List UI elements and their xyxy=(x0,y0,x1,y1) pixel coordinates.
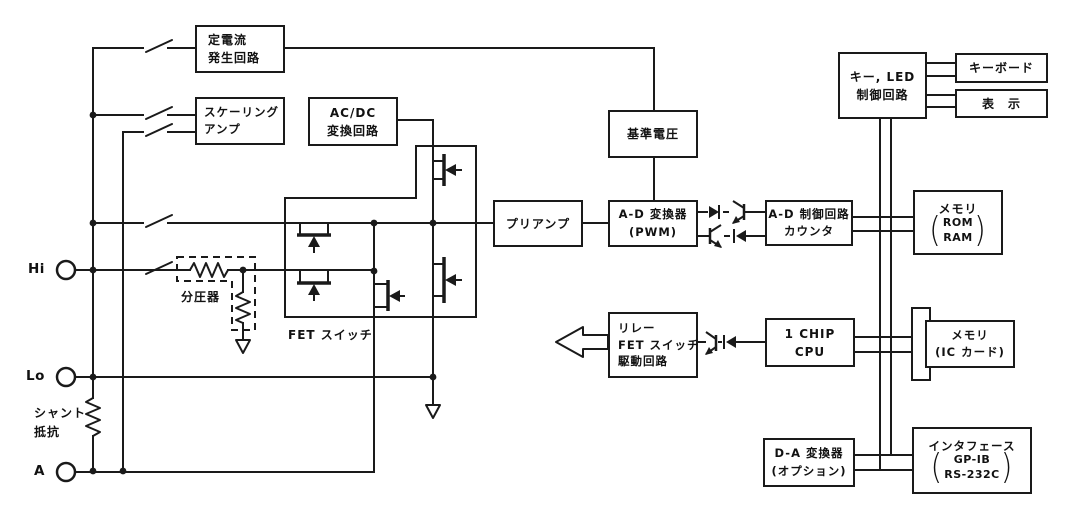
label-line: FET スイッチ xyxy=(618,337,700,352)
label-line: スケーリング xyxy=(204,104,279,119)
switch-icon xyxy=(145,106,173,120)
a-terminal-label: A xyxy=(34,463,45,479)
shunt-label-line1: シャント xyxy=(34,406,87,420)
paren-group: ( GP-IB RS-232C ) xyxy=(930,447,1014,488)
paren-group: ( ROM RAM ) xyxy=(929,209,987,251)
label-line: A-D 制御回路 xyxy=(768,206,850,221)
label-line: 表 示 xyxy=(981,96,1021,111)
block-reference-voltage: 基準電圧 xyxy=(608,110,698,158)
label-line: プリアンプ xyxy=(505,216,571,231)
optocoupler-icon xyxy=(706,224,750,248)
hi-terminal-label: Hi xyxy=(28,261,45,277)
label-line: メモリ xyxy=(951,327,989,342)
block-display: 表 示 xyxy=(955,89,1048,118)
label-line: GP-IB xyxy=(953,453,991,467)
label-line: キー, LED xyxy=(849,69,916,84)
resistor-icon xyxy=(235,291,251,324)
block-constant-current: 定電流 発生回路 xyxy=(195,25,285,73)
label-line: 発生回路 xyxy=(208,51,261,65)
lo-terminal-label: Lo xyxy=(26,368,45,384)
block-interface: インタフェース ( GP-IB RS-232C ) xyxy=(912,427,1032,494)
resistor-icon xyxy=(85,397,101,437)
block-acdc-converter: AC/DC 変換回路 xyxy=(308,97,398,146)
block-scaling-amp: スケーリング アンプ xyxy=(195,97,285,145)
label-line: カウンタ xyxy=(784,224,834,238)
label-line: 定電流 xyxy=(208,33,248,47)
divider-label: 分圧器 xyxy=(181,290,221,304)
optocoupler-icon xyxy=(705,331,741,355)
block-preamp: プリアンプ xyxy=(493,200,583,247)
label-line: アンプ xyxy=(204,122,241,136)
label-line: A-D 変換器 xyxy=(618,207,688,222)
lo-terminal-circle xyxy=(55,366,77,388)
paren-open: ( xyxy=(929,209,942,251)
divider-dashed-outline xyxy=(176,256,256,331)
block-ad-control: A-D 制御回路 カウンタ xyxy=(765,200,853,246)
label-line: インタフェース xyxy=(928,438,1016,453)
ground-icon xyxy=(235,339,251,354)
optocoupler-icon xyxy=(709,200,751,224)
label-line: キーボード xyxy=(968,61,1034,75)
fet-icon xyxy=(374,280,405,311)
label-line: (オプション) xyxy=(771,463,847,478)
block-da-converter: D-A 変換器 (オプション) xyxy=(763,438,855,487)
label-line: (IC カード) xyxy=(935,345,1005,359)
shunt-label-line2: 抵抗 xyxy=(34,425,61,439)
label-line: 1 CHIP xyxy=(784,326,836,341)
a-terminal-circle xyxy=(55,461,77,483)
label-line: 基準電圧 xyxy=(626,127,679,141)
switch-icon xyxy=(145,261,173,275)
label-line: D-A 変換器 xyxy=(774,446,844,461)
junction-dots xyxy=(89,111,437,475)
label-line: (PWM) xyxy=(628,224,678,239)
fet-icon xyxy=(433,154,462,186)
block-1chip-cpu: 1 CHIP CPU xyxy=(765,318,855,367)
paren-close: ) xyxy=(1000,447,1014,488)
switch-icon xyxy=(145,123,173,137)
label-line: 変換回路 xyxy=(326,123,379,138)
resistor-icon xyxy=(189,262,229,278)
fet-icon xyxy=(297,223,331,253)
label-line: メモリ xyxy=(938,201,978,216)
label-line: リレー xyxy=(618,320,656,335)
block-ad-converter: A-D 変換器 (PWM) xyxy=(608,200,698,247)
block-keyboard: キーボード xyxy=(955,53,1048,83)
block-relay-fet-drive: リレー FET スイッチ 駆動回路 xyxy=(608,312,700,378)
fet-switch-enclosure xyxy=(284,145,477,318)
ground-icon xyxy=(425,404,441,419)
block-memory-rom-ram: メモリ ( ROM RAM ) xyxy=(913,190,1003,255)
block-memory-ic-card: メモリ (IC カード) xyxy=(925,320,1015,368)
block-key-led-control: キー, LED 制御回路 xyxy=(838,52,927,119)
label-line: 制御回路 xyxy=(856,87,909,102)
switch-icon xyxy=(145,214,173,228)
fet-icon xyxy=(297,271,331,301)
label-line: 駆動回路 xyxy=(618,354,668,369)
relay-output-arrow-icon xyxy=(555,326,609,358)
fet-icon xyxy=(433,257,462,303)
hi-terminal-circle xyxy=(55,259,77,281)
label-line: AC/DC xyxy=(329,105,377,120)
paren-open: ( xyxy=(930,447,944,488)
label-line: RS-232C xyxy=(944,468,1000,482)
label-line: ROM xyxy=(942,215,974,229)
paren-close: ) xyxy=(974,209,987,251)
switch-icon xyxy=(145,39,173,53)
label-line: RAM xyxy=(943,230,973,244)
label-line: CPU xyxy=(794,344,826,359)
fet-switch-label: FET スイッチ xyxy=(288,328,373,342)
